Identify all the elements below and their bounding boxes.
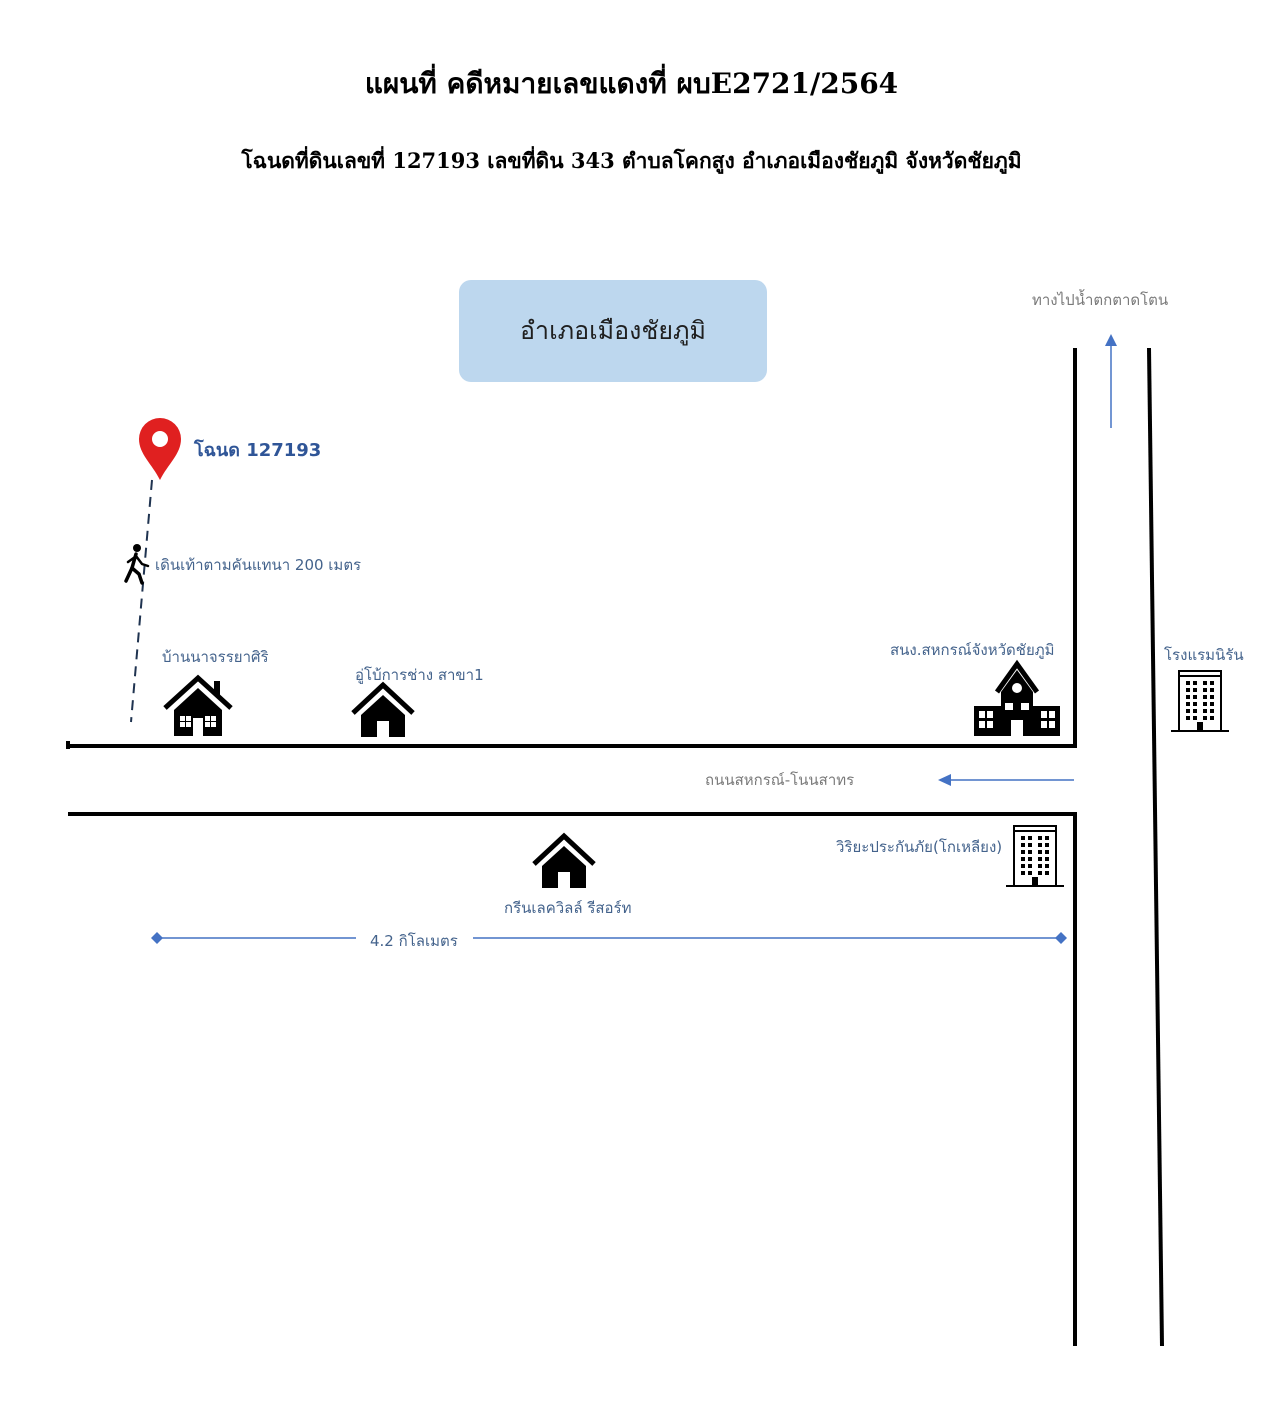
office-building-icon [1006, 825, 1064, 887]
house-icon [163, 674, 233, 736]
landmark-garage-label: อู่โบ้การช่าง สาขา1 [355, 666, 484, 684]
district-box-label: อำเภอเมืองชัยภูมิ [520, 316, 706, 345]
landmark-ban-na-label: บ้านนาจรรยาศิริ [162, 648, 269, 666]
landmark-coop-label: สนง.สหกรณ์จังหวัดชัยภูมิ [890, 641, 1055, 659]
deed-marker-label: โฉนด 127193 [194, 440, 322, 461]
road-north-label: ทางไปน้ำตกตาดโตน [1032, 291, 1169, 309]
arrow-left-icon [938, 774, 1074, 786]
map-subtitle: โฉนดที่ดินเลขที่ 127193 เลขที่ดิน 343 ตำ… [241, 148, 1022, 173]
map-pin-icon [139, 418, 181, 480]
main-road-label: ถนนสหกรณ์-โนนสาทร [705, 771, 855, 789]
walking-person-icon [124, 544, 150, 585]
landmark-resort-label: กรีนเลควิลล์ รีสอร์ท [504, 899, 632, 917]
map-title: แผนที่ คดีหมายเลขแดงที่ ผบE2721/2564 [364, 67, 899, 100]
roads [66, 347, 1164, 1347]
distance-label: 4.2 กิโลเมตร [370, 932, 458, 950]
distance-line [151, 932, 1067, 944]
landmark-insurance-label: วิริยะประกันภัย(โกเหลียง) [836, 838, 1003, 856]
house-icon [532, 832, 596, 888]
school-building-icon [974, 659, 1060, 736]
cross-road-right-edge [1147, 347, 1164, 1347]
arrow-up-icon [1105, 334, 1117, 428]
office-building-icon [1171, 670, 1229, 732]
landmark-hotel-label: โรงแรมนิรัน [1164, 646, 1244, 664]
walking-path [130, 479, 153, 723]
district-box: อำเภอเมืองชัยภูมิ [459, 280, 767, 382]
house-icon [351, 681, 415, 737]
walk-note-label: เดินเท้าตามคันแทนา 200 เมตร [155, 556, 362, 574]
